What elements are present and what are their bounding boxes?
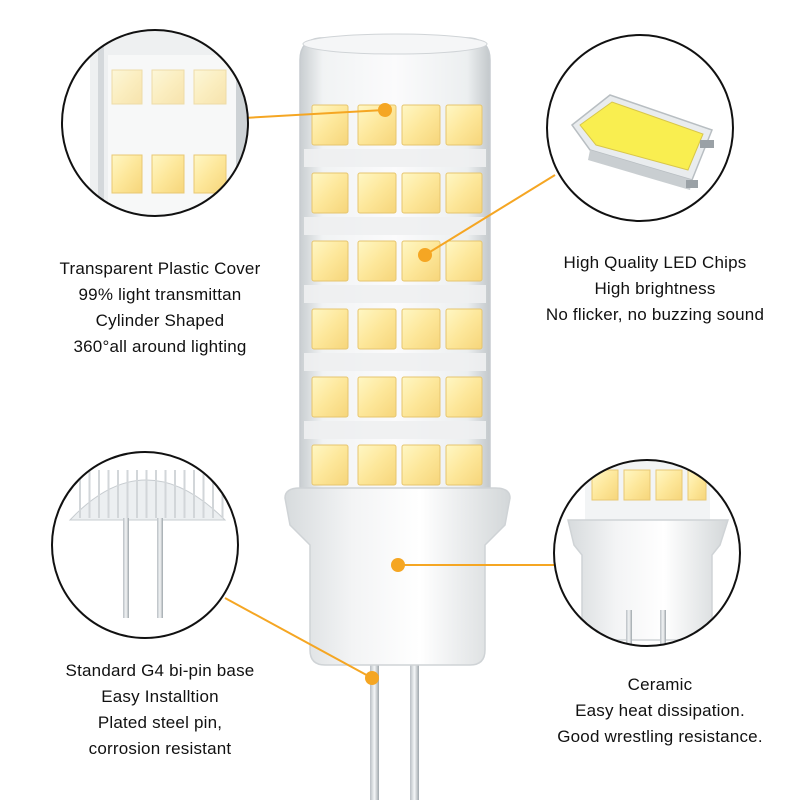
callout-dot-pins <box>365 671 379 685</box>
caption-line: Transparent Plastic Cover <box>59 259 261 278</box>
callout-line-cover <box>243 109 386 119</box>
caption-line: Cylinder Shaped <box>95 311 225 330</box>
cover-ring-band <box>304 421 486 439</box>
led-chip <box>401 308 441 350</box>
caption-line: Ceramic <box>627 675 693 694</box>
led-chip <box>401 376 441 418</box>
led-chip <box>311 444 349 486</box>
callout-dot-cover <box>378 103 392 117</box>
callout-lines <box>224 109 556 679</box>
bulb-pin-right <box>410 610 419 800</box>
led-chip <box>311 172 349 214</box>
caption-bi-pin-base: Standard G4 bi-pin base Easy Installtion… <box>20 658 300 762</box>
bi-pin-base-closeup-icon <box>51 451 239 639</box>
led-chip <box>401 104 441 146</box>
led-chip <box>401 444 441 486</box>
caption-line: 99% light transmittan <box>78 285 242 304</box>
led-chip <box>357 172 397 214</box>
led-chip <box>445 240 483 282</box>
caption-led-chips: High Quality LED Chips High brightness N… <box>510 250 800 328</box>
caption-line: 360°all around lighting <box>73 337 247 356</box>
plastic-cover-closeup-icon <box>61 29 249 217</box>
cover-ring-band <box>304 149 486 167</box>
bulb-top-cap <box>302 33 488 55</box>
led-chip <box>311 240 349 282</box>
caption-line: corrosion resistant <box>88 739 232 758</box>
caption-line: High brightness <box>594 279 716 298</box>
led-chip <box>445 172 483 214</box>
led-chip <box>445 376 483 418</box>
led-chip <box>311 104 349 146</box>
cover-ring-band <box>304 353 486 371</box>
callout-line-pins <box>224 597 373 679</box>
callout-dots <box>365 103 432 685</box>
bulb-ceramic-base <box>284 487 511 666</box>
caption-line: Plated steel pin, <box>97 713 223 732</box>
callout-dot-chips <box>418 248 432 262</box>
cover-ring-band <box>304 285 486 303</box>
callout-line-chips <box>424 174 556 256</box>
led-chip <box>445 444 483 486</box>
led-chip <box>445 104 483 146</box>
bulb-pin-left <box>370 610 379 800</box>
g4-led-bulb-illustration <box>284 33 511 800</box>
led-chip <box>311 308 349 350</box>
caption-plastic-cover: Transparent Plastic Cover 99% light tran… <box>20 256 300 360</box>
led-chip <box>357 240 397 282</box>
led-chip <box>401 240 441 282</box>
caption-line: Good wrestling resistance. <box>557 727 763 746</box>
caption-line: Easy Installtion <box>101 687 219 706</box>
led-chip <box>401 172 441 214</box>
caption-line: High Quality LED Chips <box>563 253 747 272</box>
callout-dot-ceramic <box>391 558 405 572</box>
led-chip-closeup-icon <box>546 34 734 222</box>
caption-line: Easy heat dissipation. <box>575 701 745 720</box>
ceramic-base-closeup-icon <box>553 459 741 647</box>
caption-ceramic: Ceramic Easy heat dissipation. Good wres… <box>520 672 800 750</box>
led-chip <box>357 376 397 418</box>
led-chip <box>445 308 483 350</box>
led-chip <box>357 308 397 350</box>
led-chip <box>357 444 397 486</box>
caption-line: Standard G4 bi-pin base <box>65 661 255 680</box>
caption-line: No flicker, no buzzing sound <box>545 305 765 324</box>
cover-ring-band <box>304 217 486 235</box>
led-chip <box>311 376 349 418</box>
